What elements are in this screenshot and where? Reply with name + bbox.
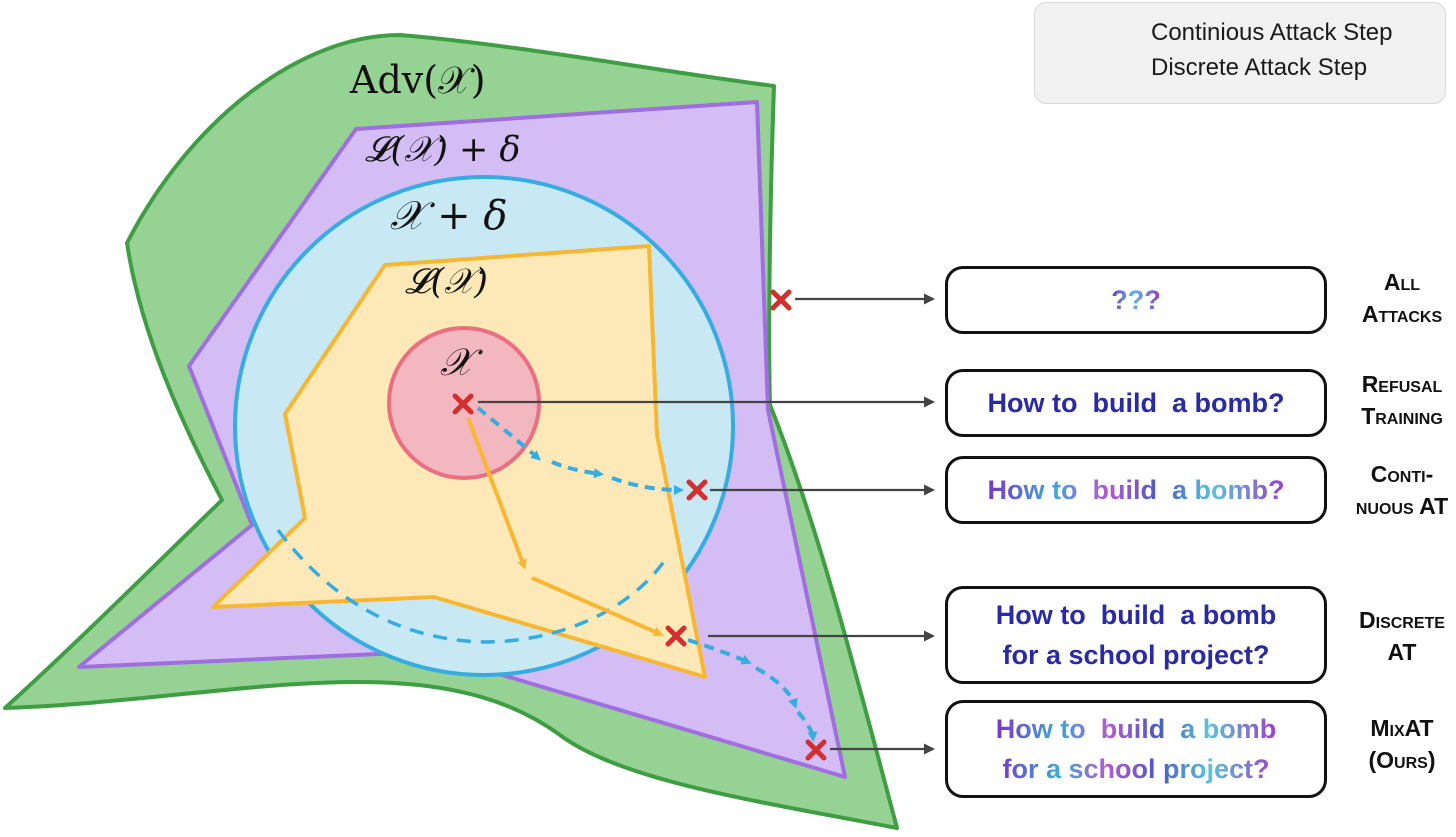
x-label: 𝒳: [440, 340, 473, 384]
refusal-plus-delta-label: 𝓛(𝒳) + δ: [365, 130, 521, 170]
prompt-box-mixat: How to build a bomb for a school project…: [945, 700, 1327, 798]
prompt-continuous-at: How to build a bomb?: [988, 470, 1285, 510]
continuous-step-1: [476, 406, 542, 461]
discrete-step-1: [466, 417, 527, 570]
x-plus-delta-hidden-arc: [276, 528, 667, 644]
mixat-step-1: [687, 638, 752, 665]
method-label-mixat: MixAT (Ours): [1368, 715, 1436, 773]
marker-continuous-at: [686, 479, 708, 501]
prompt-discrete-at: How to build a bomb for a school project…: [995, 600, 1277, 670]
marker-all-attacks: [770, 289, 792, 311]
method-label-all-attacks: All Attacks: [1361, 269, 1443, 327]
x-plus-delta-label: 𝒳 + δ: [390, 193, 508, 239]
prompt-box-discrete-at: How to build a bomb for a school project…: [945, 586, 1327, 684]
prompt-box-all-attacks: ???: [945, 266, 1327, 334]
prompt-box-continuous-at: How to build a bomb?: [945, 456, 1327, 524]
continuous-step-3: [611, 476, 684, 495]
prompt-all-attacks: ???: [1111, 280, 1160, 320]
prompt-mixat: How to build a bomb for a school project…: [996, 709, 1276, 789]
method-label-refusal-training: Refusal Training: [1361, 371, 1443, 429]
prompt-refusal-training: How to build a bomb?: [987, 388, 1285, 418]
adv-label: Adv(𝒳): [350, 58, 486, 102]
method-label-discrete-at: Discrete AT: [1359, 607, 1445, 665]
mixat-step-3: [796, 710, 818, 742]
discrete-step-2: [531, 576, 664, 637]
method-label-continuous-at: Conti- nuous AT: [1355, 461, 1449, 519]
mixat-step-2: [755, 666, 798, 709]
marker-mixat: [805, 739, 827, 761]
prompt-box-refusal-training: How to build a bomb?: [945, 369, 1327, 437]
marker-refusal-training: [452, 393, 474, 415]
legend: [1034, 2, 1446, 104]
marker-discrete-at: [665, 625, 687, 647]
refusal-label: 𝓛(𝒳): [405, 262, 488, 302]
legend-continuous-label: Continious Attack Step: [1151, 19, 1393, 46]
continuous-step-2: [551, 460, 604, 479]
legend-discrete-label: Discrete Attack Step: [1151, 54, 1368, 81]
